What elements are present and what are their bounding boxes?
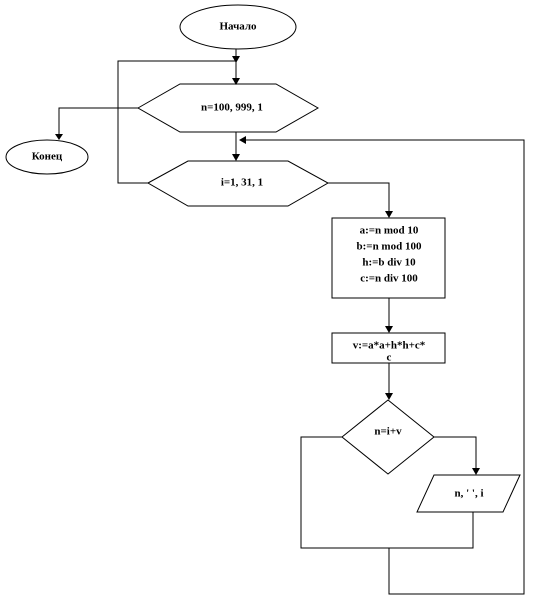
compute-node: a:=n mod 10 b:=n mod 100 h:=b div 10 c:=… [331,217,446,299]
arrowhead [55,134,63,140]
output-parallelogram [416,474,521,513]
arrowhead [385,211,393,218]
output-label: n, ' ', i [454,488,483,500]
arrowhead [239,136,246,144]
compute-line: h:=b div 10 [362,257,416,269]
compute-line: b:=n mod 100 [357,241,422,253]
connectors [55,49,525,595]
output-node: n, ' ', i [416,474,521,513]
arrowhead [385,326,393,333]
outer-loop-label: n=100, 999, 1 [201,102,263,114]
decision-diamond [341,399,435,475]
arrowhead [232,154,240,161]
formula-node: v:=a*a+h*h+c* c [331,332,446,364]
start-ellipse [179,4,297,50]
decision-node: n=i+v [341,399,435,475]
inner-loop-label: i=1, 31, 1 [221,177,263,189]
outer-loop-node: n=100, 999, 1 [136,83,320,133]
formula-box [331,332,446,364]
connector-decision-no-branch [300,436,474,549]
connector-loop-back-to-inner [245,139,525,595]
compute-line: a:=n mod 10 [360,225,419,237]
compute-line: c:=n div 100 [360,273,418,285]
end-ellipse [5,139,89,175]
formula-line: v:=a*a+h*h+c* [353,340,426,352]
compute-box [331,217,446,299]
connector-inner-exit-to-outer [117,60,236,184]
inner-loop-node: i=1, 31, 1 [146,160,330,207]
arrowhead [232,78,240,85]
start-node: Начало [179,4,297,50]
connector-outer-to-end [58,107,138,135]
arrowhead [385,393,393,400]
decision-label: n=i+v [374,426,402,438]
connector-inner-to-compute [328,182,390,212]
end-label: Конец [32,151,63,163]
arrowhead [232,56,240,63]
outer-loop-hexagon [136,83,320,133]
formula-line: c [387,352,392,364]
arrowhead [472,468,480,475]
connector-decision-to-output [434,436,477,469]
start-label: Начало [219,21,257,33]
end-node: Конец [5,139,89,175]
